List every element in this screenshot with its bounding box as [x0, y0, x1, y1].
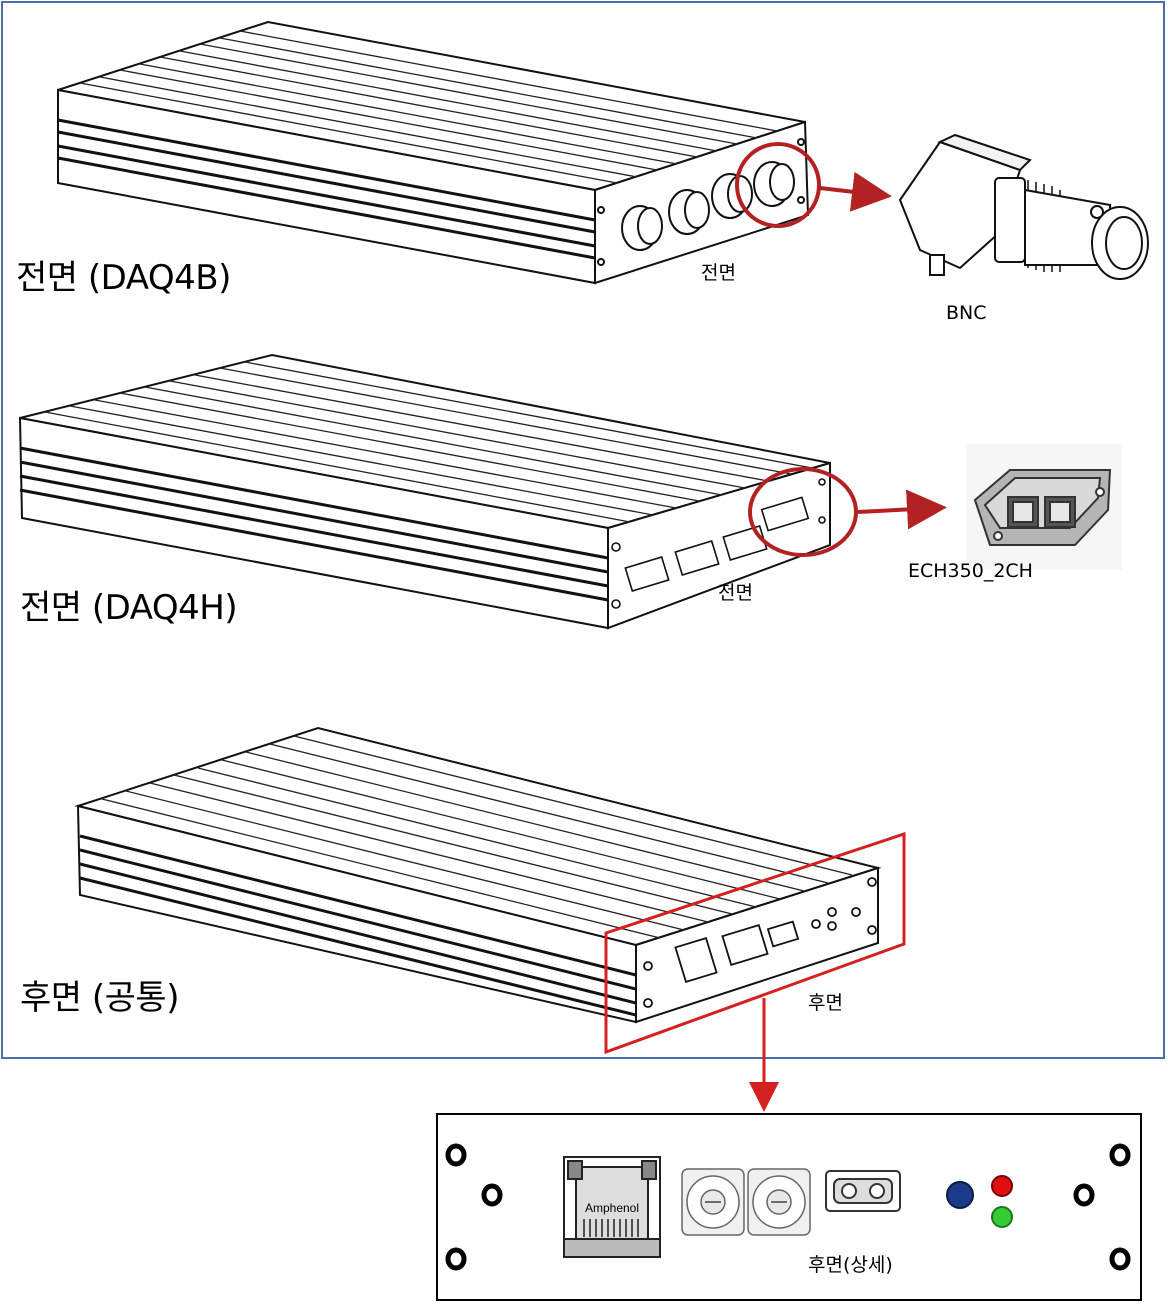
- label-front-view-1: 전면: [701, 262, 736, 284]
- ech350-connector-illustration: [966, 444, 1122, 570]
- label-front-view-2: 전면: [718, 582, 753, 604]
- rear-detail-panel: Amphenol: [436, 1113, 1142, 1301]
- highlight-circle-terminal: [748, 467, 858, 557]
- diagram-frame: [1, 1, 1165, 1059]
- daq4b-top-fins: [79, 30, 778, 184]
- daq4h-side-grooves: [19, 446, 609, 602]
- amphenol-label: Amphenol: [585, 1201, 639, 1215]
- highlight-rear-panel: [604, 831, 906, 1055]
- rear-top-fins: [101, 735, 853, 939]
- arrow-to-bnc: [819, 171, 892, 212]
- label-front-daq4h: 전면 (DAQ4H): [20, 588, 238, 628]
- label-rear-view: 후면: [808, 992, 843, 1014]
- rj45-jack-icon: [563, 1156, 661, 1258]
- daq4b-side-grooves: [57, 118, 596, 260]
- daq4b-bnc-connectors: [597, 138, 805, 266]
- led-green-icon: [991, 1206, 1013, 1228]
- rear-panel-ports: [643, 877, 877, 1008]
- label-rear-common: 후면 (공통): [20, 978, 179, 1018]
- label-bnc: BNC: [946, 302, 987, 324]
- power-connector-icon: [825, 1170, 901, 1212]
- arrow-to-ech350: [857, 489, 947, 530]
- bnc-connector-illustration: [898, 133, 1149, 280]
- label-rear-detail: 후면(상세): [808, 1254, 893, 1276]
- label-ech350: ECH350_2CH: [908, 560, 1033, 582]
- daq4h-top-fins: [44, 361, 813, 523]
- rear-detail-drawing: Amphenol: [445, 1143, 1131, 1271]
- device-daq4h: [18, 353, 831, 630]
- highlight-circle-bnc: [735, 142, 821, 228]
- mounting-holes: [445, 1143, 1131, 1271]
- rear-side-grooves: [79, 834, 637, 1017]
- device-rear: [74, 726, 882, 1024]
- label-front-daq4b: 전면 (DAQ4B): [16, 258, 231, 298]
- rotary-switch-icon: [681, 1168, 811, 1236]
- led-red-icon: [991, 1175, 1013, 1197]
- led-blue-icon: [946, 1181, 974, 1209]
